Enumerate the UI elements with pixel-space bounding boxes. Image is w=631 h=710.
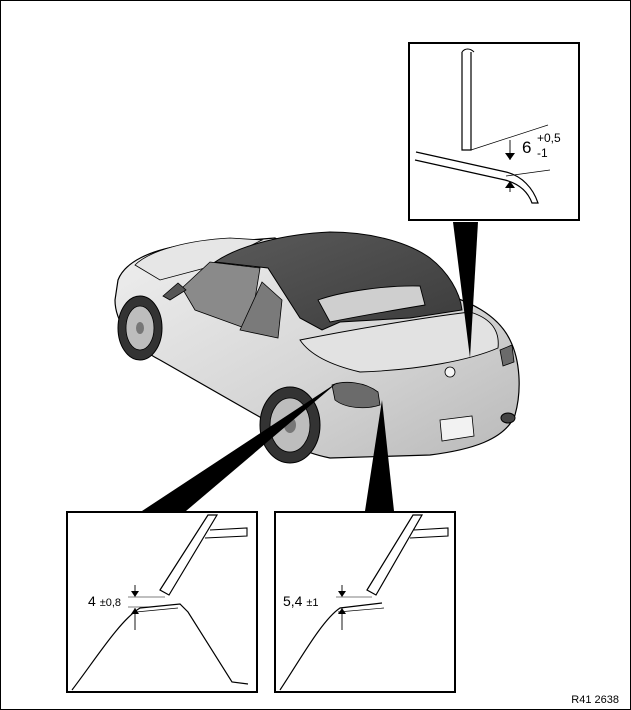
- rear-center-gap-label: 5,4 ±1: [283, 593, 319, 609]
- detail-box-top: [408, 42, 580, 221]
- rear-left-gap-label: 4 ±0,8: [88, 593, 121, 609]
- pointer-top: [453, 222, 478, 358]
- license-plate-recess: [439, 415, 475, 442]
- side-window-rear: [239, 281, 283, 339]
- rear-left-gap-tolerance: ±0,8: [99, 597, 122, 609]
- rear-left-gap-value: 4: [88, 593, 96, 609]
- pointer-rear-center: [365, 400, 394, 511]
- reference-number: R41 2638: [571, 694, 619, 706]
- rear-wheel: [259, 386, 321, 464]
- rear-window: [317, 285, 426, 323]
- top-gap-value: 6: [522, 138, 532, 157]
- side-mirror: [162, 282, 187, 301]
- rear-badge: [444, 366, 456, 378]
- rear-center-gap-value: 5,4: [283, 593, 303, 609]
- front-wheel: [117, 295, 163, 361]
- car-illustration: [114, 231, 520, 464]
- detail-box-rear-center: [274, 511, 456, 693]
- top-gap-tolerance-lower: -1: [537, 146, 548, 160]
- exhaust-pipe: [500, 412, 516, 424]
- rear-center-gap-tolerance: ±1: [306, 597, 319, 609]
- top-gap-tolerance-upper: +0,5: [537, 131, 561, 145]
- tail-light: [331, 381, 381, 409]
- detail-box-rear-left: [66, 511, 258, 693]
- trunk-lid: [299, 311, 499, 373]
- pointer-rear-left: [142, 382, 338, 511]
- tail-light-right: [499, 344, 515, 367]
